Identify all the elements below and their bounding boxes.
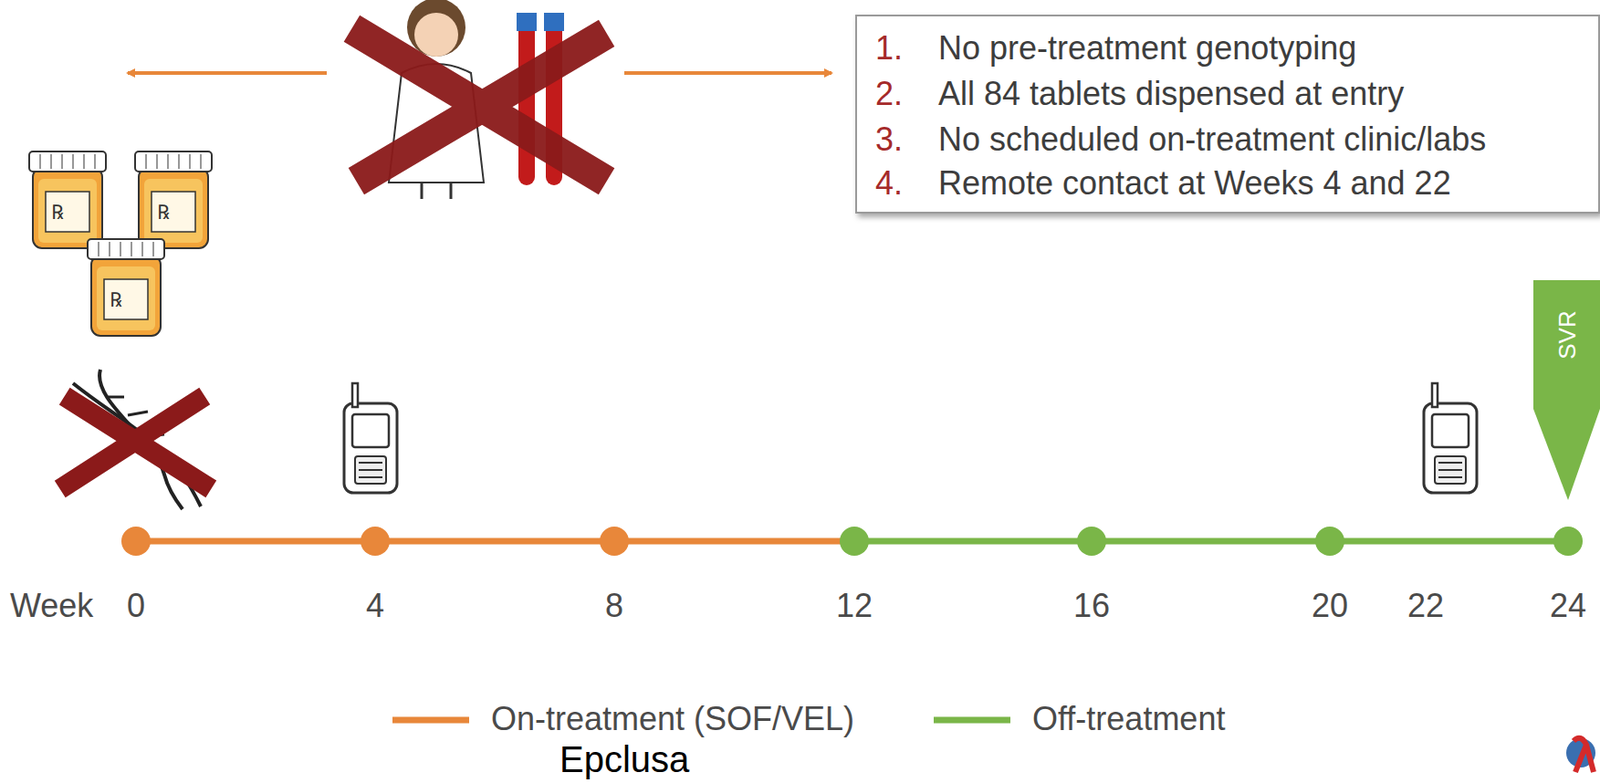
week-number: 24 — [1549, 586, 1587, 626]
legend-text: Off-treatment — [1032, 700, 1225, 739]
list-item: All 84 tablets dispensed at entry — [938, 74, 1404, 114]
list-item: No pre-treatment genotyping — [938, 29, 1357, 68]
list-number: 4. — [875, 164, 903, 203]
list-number: 3. — [875, 120, 903, 159]
week-number: 12 — [836, 586, 873, 626]
product-name: Epclusa — [559, 739, 690, 781]
week-number: 4 — [366, 586, 385, 626]
list-item: Remote contact at Weeks 4 and 22 — [938, 164, 1452, 203]
legend-text: On-treatment (SOF/VEL) — [491, 700, 855, 739]
week-number: 8 — [605, 586, 624, 626]
list-item: No scheduled on-treatment clinic/labs — [938, 120, 1486, 159]
svr-text: SVR — [1552, 310, 1581, 359]
week-number: 22 — [1407, 586, 1444, 626]
axis-title: Week — [10, 586, 94, 626]
svr-marker: SVR — [1533, 280, 1600, 502]
legend-swatch — [392, 717, 470, 724]
week-number: 20 — [1311, 586, 1349, 626]
legend-swatch — [933, 717, 1011, 724]
week-number: 0 — [126, 586, 146, 626]
list-box: No pre-treatment genotypingAll 84 tablet… — [855, 14, 1600, 214]
svr-shape-fill — [1533, 280, 1600, 501]
list-number: 2. — [875, 74, 903, 114]
list-number: 1. — [875, 29, 903, 68]
week-number: 16 — [1073, 586, 1110, 626]
